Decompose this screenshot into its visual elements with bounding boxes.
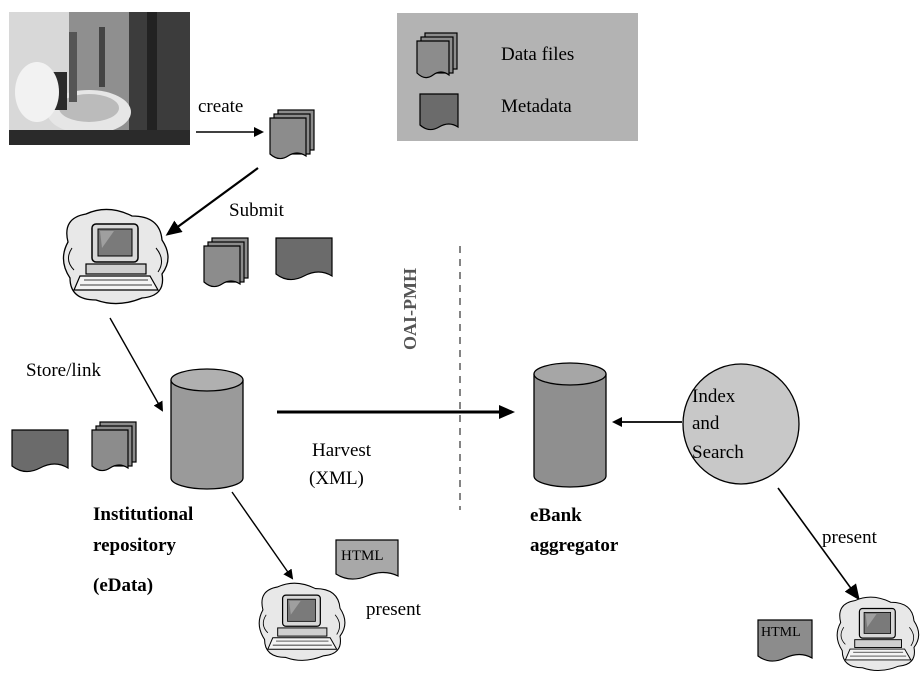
- index-search-circle: [682, 363, 800, 485]
- present-label-1: present: [366, 599, 421, 620]
- submitter-computer-icon: [62, 208, 169, 305]
- submit-label: Submit: [229, 200, 284, 221]
- institutional-repository-cylinder: [170, 368, 244, 490]
- html-doc-2-label: HTML: [761, 625, 801, 640]
- submit-arrow: [165, 167, 259, 236]
- html-document-icon-2: [757, 619, 813, 662]
- store-link-arrow: [109, 317, 163, 412]
- created-data-files-icon: [269, 109, 315, 160]
- html-document-icon-1: [335, 539, 399, 580]
- submitted-data-files-icon: [203, 237, 249, 288]
- institutional-repository-label-line2: repository: [93, 535, 177, 556]
- legend-box: Data files Metadata: [397, 13, 638, 141]
- store-link-label: Store/link: [26, 360, 101, 381]
- and-label: and: [692, 413, 720, 434]
- ebank-label-line2: aggregator: [530, 535, 619, 556]
- stored-data-files-icon: [91, 421, 137, 472]
- oai-pmh-label: OAI-PMH: [400, 268, 420, 350]
- html-doc-1-label: HTML: [341, 548, 384, 564]
- legend-metadata-label: Metadata: [501, 96, 572, 117]
- institutional-repository-label-line1: Institutional: [93, 504, 194, 525]
- search-present-arrow: [777, 487, 860, 601]
- reader-computer-icon-1: [258, 582, 346, 661]
- data-files-legend-icon: [416, 32, 458, 79]
- search-label: Search: [692, 442, 744, 463]
- lab-equipment-photo: [9, 12, 190, 145]
- harvest-format-label: (XML): [309, 468, 364, 489]
- legend-data-files-label: Data files: [501, 44, 575, 65]
- present-label-2: present: [822, 527, 877, 548]
- metadata-legend-icon: [419, 93, 459, 131]
- submitted-metadata-icon: [275, 237, 333, 281]
- repository-present-arrow: [231, 491, 294, 580]
- edata-label: (eData): [93, 575, 154, 596]
- ebank-aggregator-cylinder: [533, 362, 607, 488]
- create-label: create: [198, 96, 244, 117]
- reader-computer-icon-2: [836, 596, 920, 672]
- harvest-label: Harvest: [312, 440, 372, 461]
- index-label: Index: [692, 386, 736, 407]
- ebank-label-line1: eBank: [530, 505, 582, 526]
- stored-metadata-icon: [11, 429, 69, 473]
